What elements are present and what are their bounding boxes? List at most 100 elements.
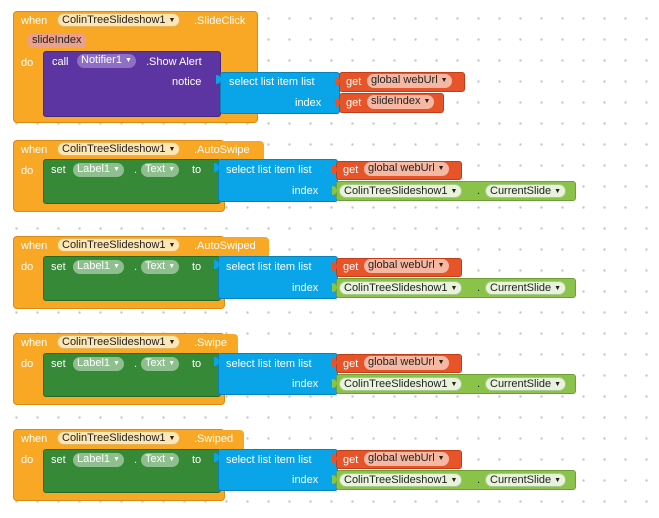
getter-property-dropdown[interactable]: CurrentSlide▼ bbox=[485, 281, 567, 295]
chevron-down-icon: ▼ bbox=[437, 359, 445, 366]
target-component-name: Label1 bbox=[77, 260, 111, 272]
socket-notch bbox=[214, 357, 219, 366]
event-component-dropdown[interactable]: ColinTreeSlideshow1▼ bbox=[57, 238, 181, 252]
target-component-dropdown[interactable]: Label1▼ bbox=[73, 163, 124, 177]
getter-component-dropdown[interactable]: ColinTreeSlideshow1▼ bbox=[339, 281, 463, 295]
event-component-dropdown[interactable]: ColinTreeSlideshow1▼ bbox=[57, 431, 181, 445]
dot-label: . bbox=[477, 282, 481, 294]
global-var-dropdown[interactable]: global webUrl▼ bbox=[364, 356, 449, 370]
event-component-dropdown[interactable]: ColinTreeSlideshow1▼ bbox=[57, 142, 181, 156]
event-component-name: ColinTreeSlideshow1 bbox=[62, 239, 166, 251]
socket-notch bbox=[332, 186, 337, 195]
property-dropdown[interactable]: Text▼ bbox=[141, 163, 180, 177]
global-var-dropdown[interactable]: global webUrl▼ bbox=[364, 452, 449, 466]
getter-component-dropdown[interactable]: ColinTreeSlideshow1▼ bbox=[339, 184, 463, 198]
chevron-down-icon: ▼ bbox=[450, 188, 458, 195]
getter-component-name: ColinTreeSlideshow1 bbox=[344, 378, 448, 390]
notifier-component-dropdown[interactable]: Notifier1▼ bbox=[77, 54, 136, 68]
do-label: do bbox=[21, 358, 34, 370]
chevron-down-icon: ▼ bbox=[168, 263, 176, 270]
get-label: get bbox=[343, 454, 359, 466]
get-label: get bbox=[346, 97, 362, 109]
chevron-down-icon: ▼ bbox=[450, 381, 458, 388]
when-label: when bbox=[21, 144, 48, 156]
get-label: get bbox=[343, 164, 359, 176]
socket-notch bbox=[332, 358, 337, 367]
slide-index-param[interactable]: slideIndex bbox=[28, 34, 86, 48]
socket-notch bbox=[332, 165, 337, 174]
chevron-down-icon: ▼ bbox=[437, 165, 445, 172]
dot-label: . bbox=[477, 378, 481, 390]
getter-component-dropdown[interactable]: ColinTreeSlideshow1▼ bbox=[339, 377, 463, 391]
global-var-dropdown[interactable]: global webUrl▼ bbox=[364, 259, 449, 273]
select-list-item-label: select list item list bbox=[229, 76, 315, 88]
chevron-down-icon: ▼ bbox=[168, 456, 176, 463]
to-label: to bbox=[192, 164, 202, 176]
set-label: set bbox=[51, 261, 66, 273]
when-label: when bbox=[21, 15, 48, 27]
when-label: when bbox=[21, 433, 48, 445]
global-var-dropdown[interactable]: global webUrl▼ bbox=[367, 74, 452, 88]
event-component-dropdown[interactable]: ColinTreeSlideshow1▼ bbox=[57, 13, 181, 27]
target-component-dropdown[interactable]: Label1▼ bbox=[73, 357, 124, 371]
event-name: .AutoSwipe bbox=[194, 144, 250, 156]
getter-property-name: CurrentSlide bbox=[490, 474, 552, 486]
global-var-dropdown[interactable]: global webUrl▼ bbox=[364, 162, 449, 176]
global-var-name: global webUrl bbox=[368, 162, 435, 174]
chevron-down-icon: ▼ bbox=[168, 435, 176, 442]
chevron-down-icon: ▼ bbox=[450, 285, 458, 292]
local-var-dropdown[interactable]: slideIndex▼ bbox=[367, 95, 435, 109]
socket-notch bbox=[335, 77, 340, 86]
getter-property-dropdown[interactable]: CurrentSlide▼ bbox=[485, 473, 567, 487]
to-label: to bbox=[192, 454, 202, 466]
set-label-text-block[interactable] bbox=[43, 256, 221, 301]
dot-label: . bbox=[134, 358, 138, 370]
property-dropdown[interactable]: Text▼ bbox=[141, 357, 180, 371]
event-component-name: ColinTreeSlideshow1 bbox=[62, 432, 166, 444]
select-list-item-block[interactable] bbox=[220, 72, 340, 114]
chevron-down-icon: ▼ bbox=[554, 188, 562, 195]
chevron-down-icon: ▼ bbox=[168, 17, 176, 24]
chevron-down-icon: ▼ bbox=[168, 339, 176, 346]
chevron-down-icon: ▼ bbox=[168, 166, 176, 173]
property-name: Text bbox=[145, 163, 166, 175]
dot-label: . bbox=[134, 454, 138, 466]
property-dropdown[interactable]: Text▼ bbox=[141, 453, 180, 467]
getter-property-dropdown[interactable]: CurrentSlide▼ bbox=[485, 377, 567, 391]
event-component-dropdown[interactable]: ColinTreeSlideshow1▼ bbox=[57, 335, 181, 349]
target-component-dropdown[interactable]: Label1▼ bbox=[73, 260, 124, 274]
socket-notch bbox=[216, 75, 221, 84]
socket-notch bbox=[332, 283, 337, 292]
set-label: set bbox=[51, 164, 66, 176]
select-list-item-block[interactable] bbox=[218, 159, 338, 202]
method-name: .Show Alert bbox=[146, 56, 202, 68]
set-label: set bbox=[51, 358, 66, 370]
chevron-down-icon: ▼ bbox=[168, 146, 176, 153]
socket-notch bbox=[214, 163, 219, 172]
getter-property-dropdown[interactable]: CurrentSlide▼ bbox=[485, 184, 567, 198]
set-label-text-block[interactable] bbox=[43, 353, 221, 397]
event-component-name: ColinTreeSlideshow1 bbox=[62, 14, 166, 26]
socket-notch bbox=[332, 475, 337, 484]
target-component-dropdown[interactable]: Label1▼ bbox=[73, 453, 124, 467]
property-dropdown[interactable]: Text▼ bbox=[141, 260, 180, 274]
getter-component-name: ColinTreeSlideshow1 bbox=[344, 282, 448, 294]
socket-notch bbox=[335, 98, 340, 107]
property-name: Text bbox=[145, 453, 166, 465]
index-socket-label: index bbox=[292, 474, 319, 486]
chevron-down-icon: ▼ bbox=[168, 360, 176, 367]
event-name: .Swipe bbox=[194, 337, 228, 349]
chevron-down-icon: ▼ bbox=[423, 98, 431, 105]
socket-notch bbox=[332, 454, 337, 463]
set-label-text-block[interactable] bbox=[43, 449, 221, 493]
do-label: do bbox=[21, 57, 34, 69]
target-component-name: Label1 bbox=[77, 357, 111, 369]
select-list-item-label: select list item list bbox=[226, 261, 312, 273]
index-socket-label: index bbox=[292, 378, 319, 390]
when-label: when bbox=[21, 240, 48, 252]
set-label-text-block[interactable] bbox=[43, 159, 221, 204]
getter-component-dropdown[interactable]: ColinTreeSlideshow1▼ bbox=[339, 473, 463, 487]
chevron-down-icon: ▼ bbox=[124, 57, 132, 64]
select-list-item-block[interactable] bbox=[218, 256, 338, 299]
